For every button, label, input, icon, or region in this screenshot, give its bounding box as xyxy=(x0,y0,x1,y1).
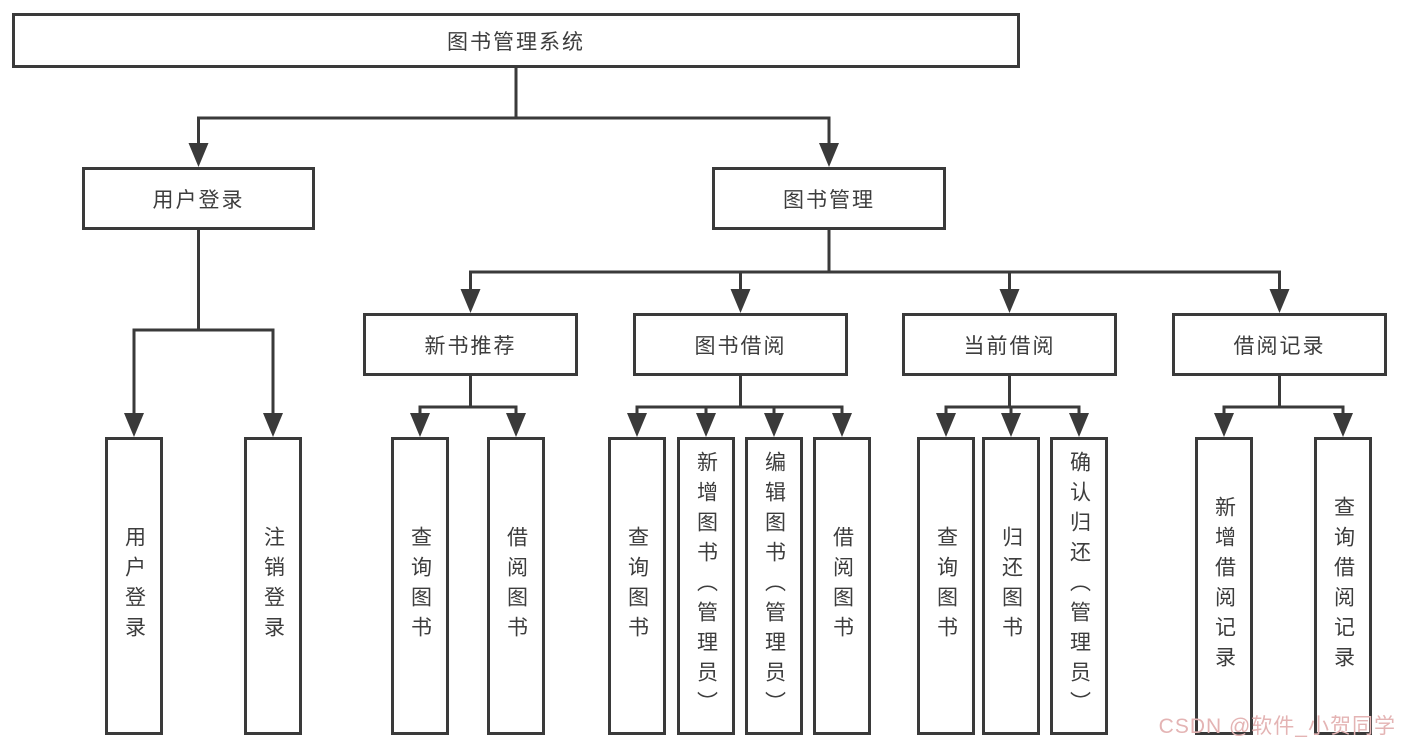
edge-borrow-to-leaves xyxy=(635,375,844,418)
edge-records-to-leaves xyxy=(1222,375,1345,418)
node-root-library-system: 图书管理系统 xyxy=(12,13,1020,68)
leaf-current-return-books: 归还图书 xyxy=(982,437,1040,735)
leaf-logout: 注销登录 xyxy=(244,437,302,735)
edge-root-to-level2 xyxy=(197,68,831,148)
leaf-current-confirm-return-admin: 确认归还（管理员） xyxy=(1050,437,1108,735)
leaf-borrow-query-books: 查询图书 xyxy=(608,437,666,735)
leaf-records-query-borrow-record: 查询借阅记录 xyxy=(1314,437,1372,735)
edge-current-to-leaves xyxy=(944,375,1081,418)
leaf-borrow-edit-books-admin: 编辑图书（管理员） xyxy=(745,437,803,735)
node-new-book-recommendation: 新书推荐 xyxy=(363,313,578,376)
leaf-newbooks-borrow-books: 借阅图书 xyxy=(487,437,545,735)
node-book-management: 图书管理 xyxy=(712,167,946,230)
leaf-borrow-add-books-admin: 新增图书（管理员） xyxy=(677,437,735,735)
node-borrowing-records: 借阅记录 xyxy=(1172,313,1387,376)
leaf-current-query-books: 查询图书 xyxy=(917,437,975,735)
edge-userlogin-to-leaves xyxy=(132,229,275,418)
node-user-login: 用户登录 xyxy=(82,167,315,230)
node-current-borrowing: 当前借阅 xyxy=(902,313,1117,376)
node-book-borrowing: 图书借阅 xyxy=(633,313,848,376)
edge-newbooks-to-leaves xyxy=(418,375,518,418)
leaf-newbooks-query-books: 查询图书 xyxy=(391,437,449,735)
edge-bookmgmt-to-level3 xyxy=(469,229,1281,294)
csdn-watermark: CSDN @软件_小贺同学 xyxy=(1158,715,1396,738)
leaf-records-add-borrow-record: 新增借阅记录 xyxy=(1195,437,1253,735)
leaf-user-login: 用户登录 xyxy=(105,437,163,735)
leaf-borrow-borrow-books: 借阅图书 xyxy=(813,437,871,735)
